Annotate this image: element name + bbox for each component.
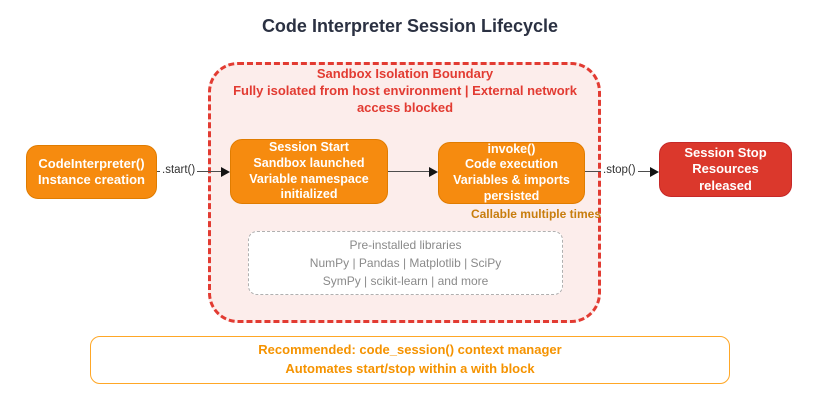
- recommendation-box: Recommended: code_session() context mana…: [90, 336, 730, 384]
- edge-stop-arrowhead-icon: [650, 167, 659, 177]
- node-session-start-line3: Variable namespace initialized: [249, 171, 369, 202]
- preinstalled-libraries-box: Pre-installed libraries NumPy | Pandas |…: [248, 231, 563, 295]
- node-session-start-line2: Sandbox launched: [253, 155, 365, 170]
- boundary-subtitle-line2: access blocked: [356, 99, 454, 115]
- recommendation-line2: Automates start/stop within a with block: [285, 361, 535, 376]
- node-session-stop-line1: Session Stop: [684, 145, 767, 161]
- libraries-row1: NumPy | Pandas | Matplotlib | SciPy: [309, 256, 502, 270]
- node-invoke: invoke() Code execution Variables & impo…: [438, 142, 585, 204]
- node-session-stop: Session Stop Resources released: [659, 142, 792, 197]
- sandbox-boundary-label: Sandbox Isolation Boundary Fully isolate…: [212, 66, 598, 117]
- edge-invoke-arrowhead-icon: [429, 167, 438, 177]
- libraries-row2: SymPy | scikit-learn | and more: [322, 274, 489, 288]
- node-session-start-line1: Session Start: [269, 140, 349, 155]
- recommendation-line1: Recommended: code_session() context mana…: [258, 342, 562, 358]
- libraries-title: Pre-installed libraries: [349, 238, 462, 252]
- node-session-start: Session Start Sandbox launched Variable …: [230, 139, 388, 204]
- node-code-interpreter: CodeInterpreter() Instance creation: [26, 145, 157, 199]
- edge-start-arrowhead-icon: [221, 167, 230, 177]
- edge-start-label: .start(): [160, 164, 198, 176]
- diagram-title: Code Interpreter Session Lifecycle: [261, 16, 559, 36]
- invoke-callable-note: Callable multiple times: [470, 207, 601, 221]
- boundary-title: Sandbox Isolation Boundary: [316, 66, 494, 81]
- node-session-stop-line2: Resources released: [692, 161, 759, 193]
- node-code-interpreter-line1: CodeInterpreter(): [38, 155, 145, 171]
- node-code-interpreter-line2: Instance creation: [38, 172, 145, 187]
- edge-stop-label: .stop(): [601, 164, 638, 176]
- node-invoke-line1: invoke(): [487, 141, 536, 156]
- edge-invoke-line: [388, 171, 429, 172]
- node-invoke-line2: Code execution: [464, 157, 559, 172]
- boundary-subtitle-line1: Fully isolated from host environment | E…: [233, 82, 577, 98]
- node-invoke-line3: Variables & imports persisted: [453, 173, 570, 203]
